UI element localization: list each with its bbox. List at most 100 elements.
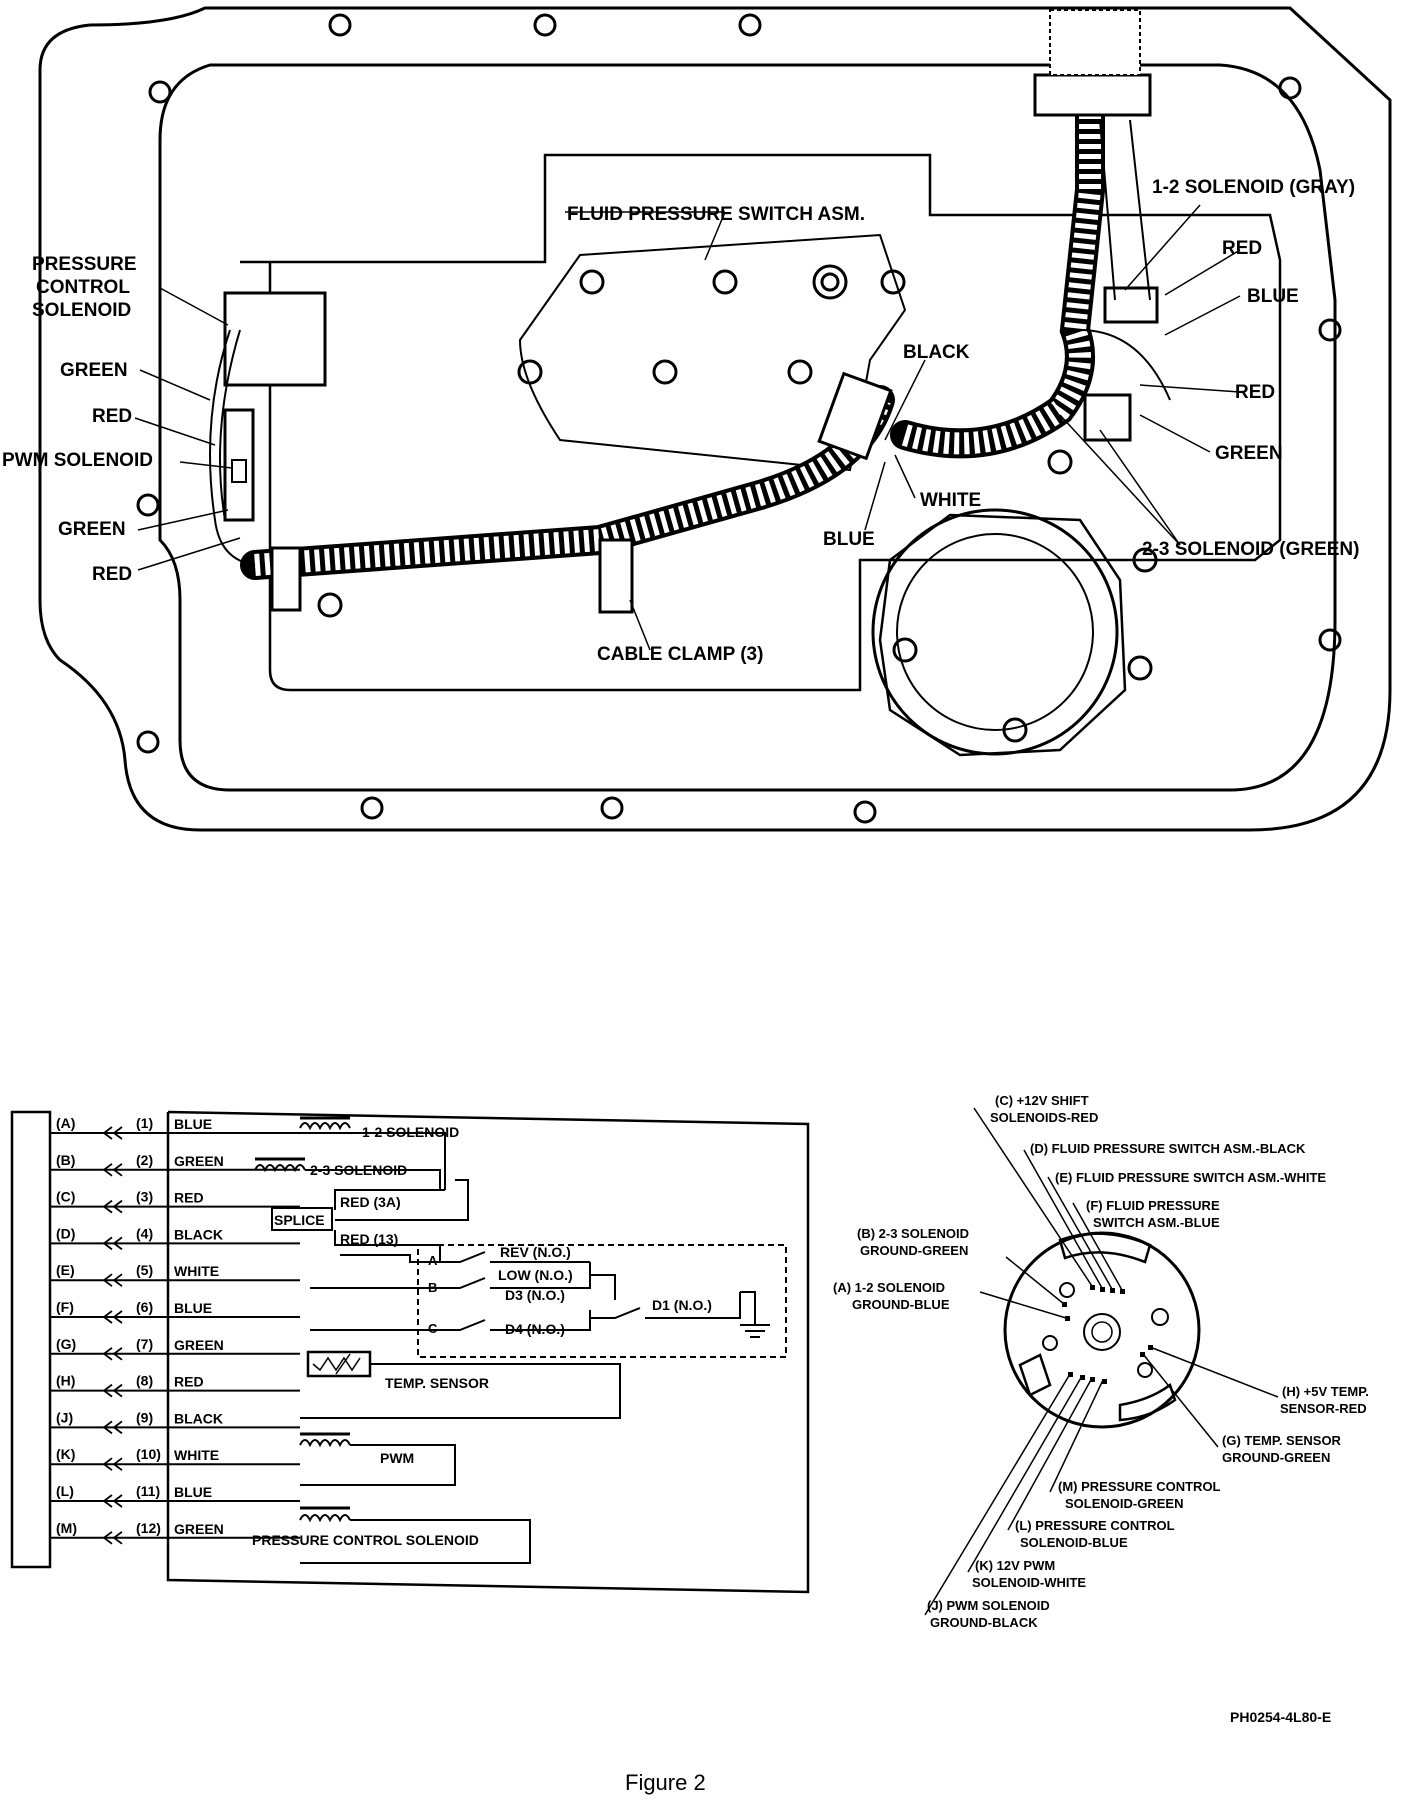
schematic-d4: D4 (N.O.) — [505, 1321, 565, 1337]
label-red-4: RED — [1235, 382, 1275, 403]
schematic-row: (C)(3)RED — [50, 1189, 300, 1214]
row-wire-color: BLACK — [174, 1410, 223, 1426]
row-number: (10) — [136, 1446, 161, 1462]
schematic-d3: D3 (N.O.) — [505, 1287, 565, 1303]
harness-connector — [10, 1110, 52, 1569]
row-pin: (B) — [56, 1152, 75, 1168]
row-number: (8) — [136, 1373, 153, 1389]
conn-label-f1: (F) FLUID PRESSURE — [1086, 1198, 1220, 1213]
row-wire-color: BLUE — [174, 1300, 212, 1316]
schematic: (A) (1) BLUE (B) (2) GREEN (C) (3) RED (D) (4) BLAC… — [10, 1110, 810, 1594]
row-number: (5) — [136, 1262, 153, 1278]
label-blue-1: BLUE — [1247, 286, 1299, 307]
schematic-switch-a: A — [428, 1253, 438, 1268]
conn-label-c1: (C) +12V SHIFT — [995, 1093, 1089, 1108]
row-wire-color: BLUE — [174, 1116, 212, 1132]
row-pin: (J) — [56, 1409, 73, 1425]
conn-label-h2: SENSOR-RED — [1280, 1401, 1367, 1416]
schematic-switch-b: B — [428, 1280, 437, 1295]
conn-label-h1: (H) +5V TEMP. — [1282, 1384, 1369, 1399]
conn-label-m2: SOLENOID-GREEN — [1065, 1496, 1183, 1511]
row-number: (6) — [136, 1299, 153, 1315]
row-wire-color: RED — [174, 1374, 204, 1390]
label-red-3: RED — [1222, 238, 1262, 259]
schematic-row: (A) (1) BLUE — [50, 1115, 300, 1140]
conn-label-g2: GROUND-GREEN — [1222, 1450, 1330, 1465]
label-pwm-solenoid: PWM SOLENOID — [2, 450, 153, 471]
conn-label-j2: GROUND-BLACK — [930, 1615, 1038, 1630]
figure-code: PH0254-4L80-E — [1230, 1709, 1331, 1725]
conn-label-l1: (L) PRESSURE CONTROL — [1015, 1518, 1175, 1533]
row-number: (7) — [136, 1336, 153, 1352]
row-pin: (M) — [56, 1520, 77, 1536]
schematic-row: (E)(5)WHITE — [50, 1262, 300, 1287]
conn-label-l2: SOLENOID-BLUE — [1020, 1535, 1128, 1550]
conn-label-a1: (A) 1-2 SOLENOID — [833, 1280, 945, 1295]
row-number: (4) — [136, 1225, 153, 1241]
schematic-rows: (A) (1) BLUE (B) (2) GREEN (C) (3) RED (D) (4) BLAC… — [50, 1115, 300, 1545]
row-number: (1) — [136, 1115, 153, 1131]
schematic-2-3-solenoid: 2-3 SOLENOID — [310, 1162, 407, 1178]
schematic-row: (D) (4) BLACK — [50, 1225, 300, 1251]
schematic-switch-c: C — [428, 1321, 438, 1336]
conn-label-a2: GROUND-BLUE — [852, 1297, 950, 1312]
row-pin: (C) — [56, 1189, 75, 1205]
schematic-row: (K) (10) WHITE — [50, 1446, 300, 1471]
row-wire-color: WHITE — [174, 1447, 219, 1463]
schematic-row: (B) (2) GREEN — [50, 1152, 300, 1177]
label-cable-clamp: CABLE CLAMP (3) — [597, 644, 763, 665]
conn-label-b2: GROUND-GREEN — [860, 1243, 968, 1258]
schematic-row: (J) (9) BLACK — [50, 1409, 300, 1435]
label-pcs-3: SOLENOID — [32, 300, 131, 321]
label-fluid-pressure-switch: FLUID PRESSURE SWITCH ASM. — [567, 204, 865, 225]
label-blue-2: BLUE — [823, 529, 875, 550]
row-wire-color: GREEN — [174, 1521, 224, 1537]
conn-label-d: (D) FLUID PRESSURE SWITCH ASM.-BLACK — [1030, 1141, 1306, 1156]
label-red-2: RED — [92, 564, 132, 585]
conn-label-j1: (J) PWM SOLENOID — [927, 1598, 1050, 1613]
row-number: (11) — [136, 1483, 160, 1499]
row-pin: (D) — [56, 1225, 75, 1241]
row-number: (3) — [136, 1189, 153, 1205]
top-leader-lines — [134, 204, 1241, 651]
schematic-row: (H) (8) RED — [50, 1373, 300, 1398]
conn-label-e: (E) FLUID PRESSURE SWITCH ASM.-WHITE — [1055, 1170, 1326, 1185]
row-wire-color: BLUE — [174, 1484, 212, 1500]
conn-label-m1: (M) PRESSURE CONTROL — [1058, 1479, 1221, 1494]
label-pcs-1: PRESSURE — [32, 254, 137, 275]
schematic-row: (G) (7) GREEN — [50, 1336, 300, 1361]
row-pin: (H) — [56, 1373, 75, 1389]
top-labels: FLUID PRESSURE SWITCH ASM. PRESSURE CONT… — [2, 177, 1359, 665]
row-number: (12) — [136, 1520, 161, 1536]
schematic-row: (L)(11)BLUE — [50, 1483, 300, 1508]
connector-face-view: (C) +12V SHIFT SOLENOIDS-RED (D) FLUID P… — [833, 1093, 1369, 1630]
schematic-pwm: PWM — [380, 1450, 414, 1466]
schematic-splice: SPLICE — [274, 1212, 325, 1228]
schematic-row: (F) (6) BLUE — [50, 1299, 300, 1324]
conn-label-b1: (B) 2-3 SOLENOID — [857, 1226, 969, 1241]
label-white: WHITE — [920, 490, 981, 511]
row-wire-color: BLACK — [174, 1226, 223, 1242]
row-number: (2) — [136, 1152, 153, 1168]
row-pin: (A) — [56, 1115, 75, 1131]
row-pin: (K) — [56, 1446, 75, 1462]
schematic-1-2-solenoid: 1-2 SOLENOID — [362, 1124, 459, 1140]
row-wire-color: GREEN — [174, 1337, 224, 1353]
label-1-2-solenoid: 1-2 SOLENOID (GRAY) — [1152, 177, 1355, 198]
conn-label-k1: (K) 12V PWM — [975, 1558, 1055, 1573]
label-2-3-solenoid: 2-3 SOLENOID (GREEN) — [1142, 539, 1359, 560]
row-wire-color: GREEN — [174, 1153, 224, 1169]
figure-caption: Figure 2 — [625, 1770, 706, 1795]
label-red-1: RED — [92, 406, 132, 427]
row-pin: (E) — [56, 1262, 75, 1278]
schematic-red-13: RED (13) — [340, 1231, 398, 1247]
label-pcs-2: CONTROL — [36, 277, 130, 298]
row-pin: (F) — [56, 1299, 74, 1315]
row-number: (9) — [136, 1409, 153, 1425]
row-pin: (G) — [56, 1336, 76, 1352]
conn-label-g1: (G) TEMP. SENSOR — [1222, 1433, 1342, 1448]
conn-label-c2: SOLENOIDS-RED — [990, 1110, 1098, 1125]
schematic-low: LOW (N.O.) — [498, 1267, 573, 1283]
schematic-row: (M) (12) GREEN — [50, 1520, 300, 1545]
